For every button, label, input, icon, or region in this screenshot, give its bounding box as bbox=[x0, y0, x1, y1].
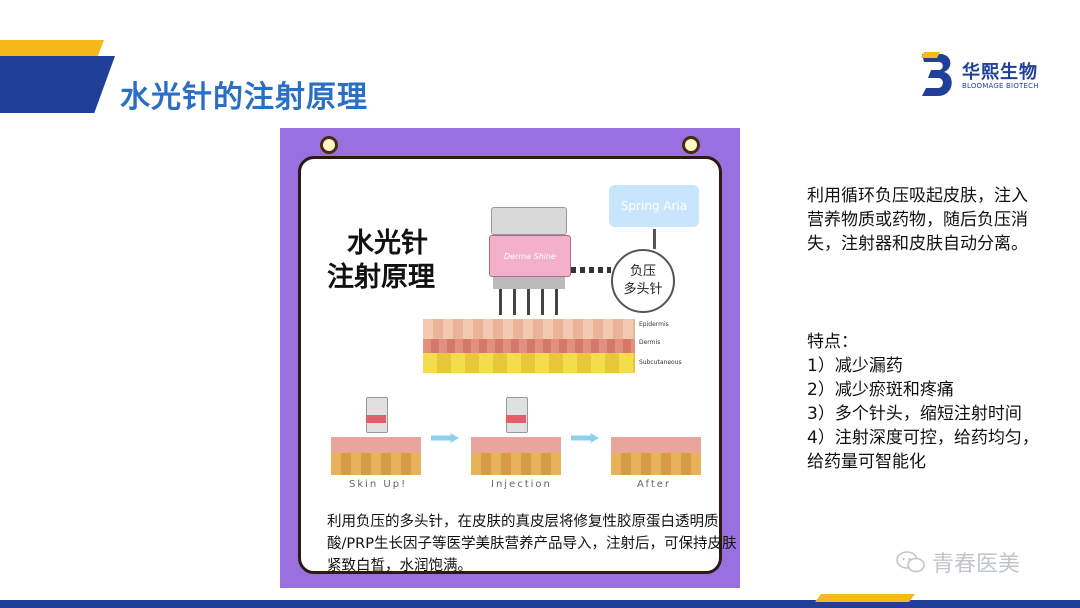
connector-pin bbox=[653, 229, 656, 249]
logo-name-cn: 华熙生物 bbox=[962, 62, 1038, 83]
skin-subcutaneous bbox=[423, 353, 635, 373]
mini-injector-band bbox=[506, 415, 526, 423]
feature-item: 3）多个针头，缩短注射时间 bbox=[807, 404, 1022, 424]
illustration-title-line2: 注射原理 bbox=[327, 262, 435, 293]
wechat-icon bbox=[896, 551, 925, 573]
injector-body: Derma Shine bbox=[489, 235, 571, 277]
illustration-description: 利用负压的多头针，在皮肤的真皮层将修复性胶原蛋白透明质酸/PRP生长因子等医学美… bbox=[327, 514, 737, 574]
footer-bar-yellow bbox=[815, 594, 915, 602]
slide-title: 水光针的注射原理 bbox=[120, 80, 368, 115]
mini-injector-band bbox=[366, 415, 386, 423]
mini-skin-upper bbox=[611, 437, 701, 453]
injector-cap bbox=[491, 207, 567, 235]
layer-label-dermis: Dermis bbox=[639, 339, 661, 346]
logo-name-en: BLOOMAGE BIOTECH bbox=[962, 82, 1039, 90]
hanging-hook-left bbox=[320, 136, 338, 154]
step-after bbox=[611, 397, 701, 497]
header-stripe-yellow bbox=[0, 40, 104, 56]
mini-skin-lower bbox=[611, 453, 701, 475]
injector-base bbox=[493, 277, 565, 289]
layer-label-epidermis: Epidermis bbox=[639, 321, 669, 328]
illustration-title: 水光针 注射原理 bbox=[327, 227, 435, 295]
needle bbox=[499, 289, 502, 315]
footer-bar-blue bbox=[0, 600, 1080, 608]
step-injection bbox=[471, 397, 561, 497]
skin-epidermis bbox=[423, 319, 635, 339]
hanging-hook-right bbox=[682, 136, 700, 154]
feature-item: 1）减少漏药 bbox=[807, 356, 903, 376]
illustration-title-line1: 水光针 bbox=[347, 228, 428, 259]
circle-line1: 负压 bbox=[629, 264, 656, 279]
watermark: 青春医美 bbox=[896, 546, 1020, 578]
layer-label-subcutaneous: Subcutaneous bbox=[639, 359, 682, 366]
features-title: 特点： bbox=[807, 332, 858, 352]
logo-mark-icon bbox=[921, 52, 952, 96]
mini-skin-lower bbox=[471, 453, 561, 475]
step-label-skin-up: Skin Up! bbox=[349, 479, 408, 490]
step-arrow-icon bbox=[571, 433, 599, 443]
negative-pressure-circle: 负压 多头针 bbox=[611, 249, 675, 313]
needle bbox=[541, 289, 544, 315]
needle bbox=[555, 289, 558, 315]
circle-line2: 多头针 bbox=[623, 282, 663, 297]
illustration-board: 水光针 注射原理 Spring Aria 负压 多头针 Derma Shine … bbox=[298, 156, 736, 574]
feature-item: 4）注射深度可控，给药均匀，给药量可智能化 bbox=[807, 428, 1039, 472]
step-label-after: After bbox=[637, 479, 672, 490]
mini-skin-upper bbox=[331, 437, 421, 453]
step-arrow-icon bbox=[431, 433, 459, 443]
header-stripe-blue bbox=[0, 56, 115, 113]
step-skin-up bbox=[331, 397, 421, 497]
spring-aria-label: Spring Aria bbox=[609, 185, 699, 227]
skin-dermis bbox=[423, 339, 635, 353]
principle-description: 利用循环负压吸起皮肤，注入营养物质或药物，随后负压消失，注射器和皮肤自动分离。 bbox=[807, 186, 1028, 254]
mini-skin-upper bbox=[471, 437, 561, 453]
needle bbox=[513, 289, 516, 315]
step-label-injection: Injection bbox=[491, 479, 552, 490]
suction-tube bbox=[571, 267, 611, 273]
feature-item: 2）减少瘀斑和疼痛 bbox=[807, 380, 954, 400]
needle bbox=[527, 289, 530, 315]
mini-skin-lower bbox=[331, 453, 421, 475]
injection-illustration: 水光针 注射原理 Spring Aria 负压 多头针 Derma Shine … bbox=[280, 128, 740, 588]
features-list: 特点： 1）减少漏药 2）减少瘀斑和疼痛 3）多个针头，缩短注射时间 4）注射深… bbox=[807, 330, 1042, 474]
company-logo: 华熙生物 BLOOMAGE BIOTECH bbox=[918, 50, 1048, 102]
watermark-text: 青春医美 bbox=[932, 552, 1021, 577]
